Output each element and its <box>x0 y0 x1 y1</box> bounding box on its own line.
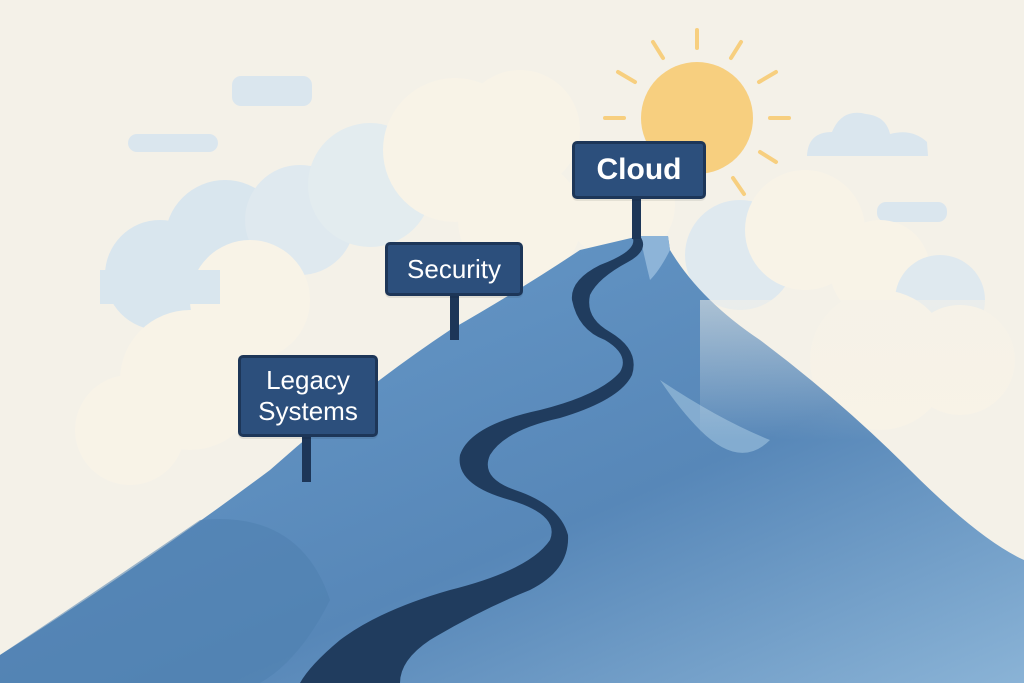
sign-security: Security <box>385 242 523 296</box>
sign-cloud: Cloud <box>572 141 706 199</box>
sign-post <box>450 292 459 340</box>
sign-post <box>632 195 641 239</box>
mountain-shadow <box>0 519 330 683</box>
mountain-shadow <box>640 236 670 280</box>
sky-cloud <box>807 112 928 156</box>
winding-road <box>300 236 644 683</box>
sky-cloud <box>877 202 947 222</box>
sky-cloud <box>128 134 218 152</box>
mist <box>700 300 1024 440</box>
sky-cloud <box>232 76 312 106</box>
sign-legacy-line1: Legacy <box>266 365 350 396</box>
sign-legacy-line2: Systems <box>258 396 358 426</box>
sign-post <box>302 430 311 482</box>
sign-security-label: Security <box>407 253 501 284</box>
sign-cloud-label: Cloud <box>596 153 682 187</box>
sign-legacy-systems: Legacy Systems <box>238 355 378 437</box>
